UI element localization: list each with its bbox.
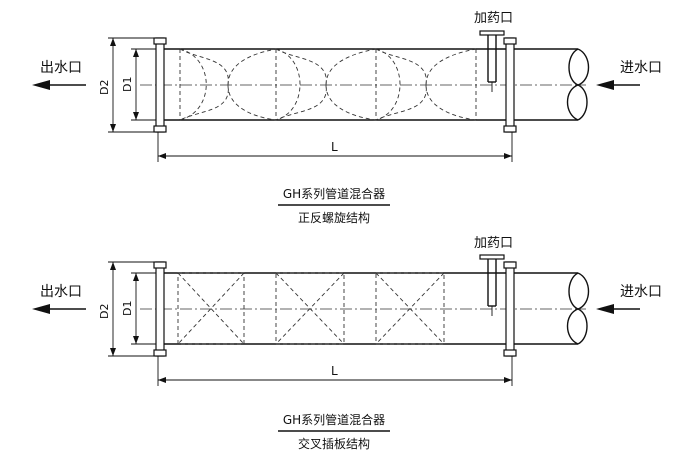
outlet-label: 出水口 bbox=[40, 284, 82, 300]
mixer-diagram-helical: 出水口 进水口 D2 D1 bbox=[32, 11, 662, 225]
d2-label: D2 bbox=[98, 80, 111, 95]
pipe-break-symbol bbox=[566, 272, 590, 345]
outlet-arrow-head bbox=[32, 304, 50, 314]
right-flange bbox=[505, 37, 515, 133]
inlet-arrow-head bbox=[596, 304, 614, 314]
d2-label: D2 bbox=[98, 304, 111, 319]
right-flange-bolt-top bbox=[503, 261, 517, 269]
helical-mixing-elements bbox=[179, 48, 477, 121]
pipe-break-symbol bbox=[566, 48, 590, 121]
dosing-port-cap bbox=[479, 30, 505, 36]
dosing-port-label: 加药口 bbox=[474, 236, 513, 251]
cross-plate-diagonal bbox=[177, 272, 245, 345]
cross-plate-mixing-elements bbox=[177, 272, 445, 345]
cross-plate-diagonal bbox=[375, 272, 445, 345]
dosing-port-cap bbox=[479, 254, 505, 260]
right-flange-bolt-top bbox=[503, 37, 517, 45]
caption-title: GH系列管道混合器 bbox=[283, 186, 385, 201]
outlet-label: 出水口 bbox=[40, 60, 82, 76]
length-arrow-left bbox=[158, 377, 166, 383]
d1-arrow-top bbox=[133, 273, 139, 281]
left-flange-bolt-top bbox=[153, 261, 167, 269]
inlet-label: 进水口 bbox=[620, 284, 662, 300]
d1-arrow-bottom bbox=[133, 336, 139, 344]
length-label: L bbox=[331, 140, 338, 154]
d1-arrow-bottom bbox=[133, 112, 139, 120]
mixer-diagram-cross-plate: 出水口 进水口 D2 D1 bbox=[32, 236, 662, 451]
inlet-arrow-head bbox=[596, 80, 614, 90]
length-arrow-right bbox=[504, 153, 512, 159]
cross-plate-diagonal bbox=[177, 272, 245, 345]
d2-arrow-bottom bbox=[110, 124, 116, 132]
length-label: L bbox=[331, 364, 338, 378]
d1-label: D1 bbox=[121, 77, 134, 92]
d2-arrow-top bbox=[110, 262, 116, 270]
caption-subtitle: 正反螺旋结构 bbox=[298, 210, 370, 225]
cross-plate-diagonal bbox=[275, 272, 345, 345]
length-arrow-left bbox=[158, 153, 166, 159]
dosing-port-label: 加药口 bbox=[474, 11, 513, 26]
right-flange bbox=[505, 261, 515, 357]
caption-subtitle: 交叉插板结构 bbox=[298, 436, 370, 451]
right-flange-bolt-bottom bbox=[503, 349, 517, 357]
left-flange-bolt-bottom bbox=[153, 125, 167, 133]
left-flange bbox=[155, 37, 165, 133]
caption-title: GH系列管道混合器 bbox=[283, 412, 385, 427]
inlet-label: 进水口 bbox=[620, 60, 662, 76]
left-flange bbox=[155, 261, 165, 357]
d2-arrow-bottom bbox=[110, 348, 116, 356]
d1-label: D1 bbox=[121, 301, 134, 316]
left-flange-bolt-top bbox=[153, 37, 167, 45]
outlet-arrow-head bbox=[32, 80, 50, 90]
d1-arrow-top bbox=[133, 49, 139, 57]
left-flange-bolt-bottom bbox=[153, 349, 167, 357]
right-flange-bolt-bottom bbox=[503, 125, 517, 133]
length-arrow-right bbox=[504, 377, 512, 383]
cross-plate-element bbox=[177, 272, 245, 345]
helix-curve bbox=[179, 48, 477, 121]
d2-arrow-top bbox=[110, 38, 116, 46]
